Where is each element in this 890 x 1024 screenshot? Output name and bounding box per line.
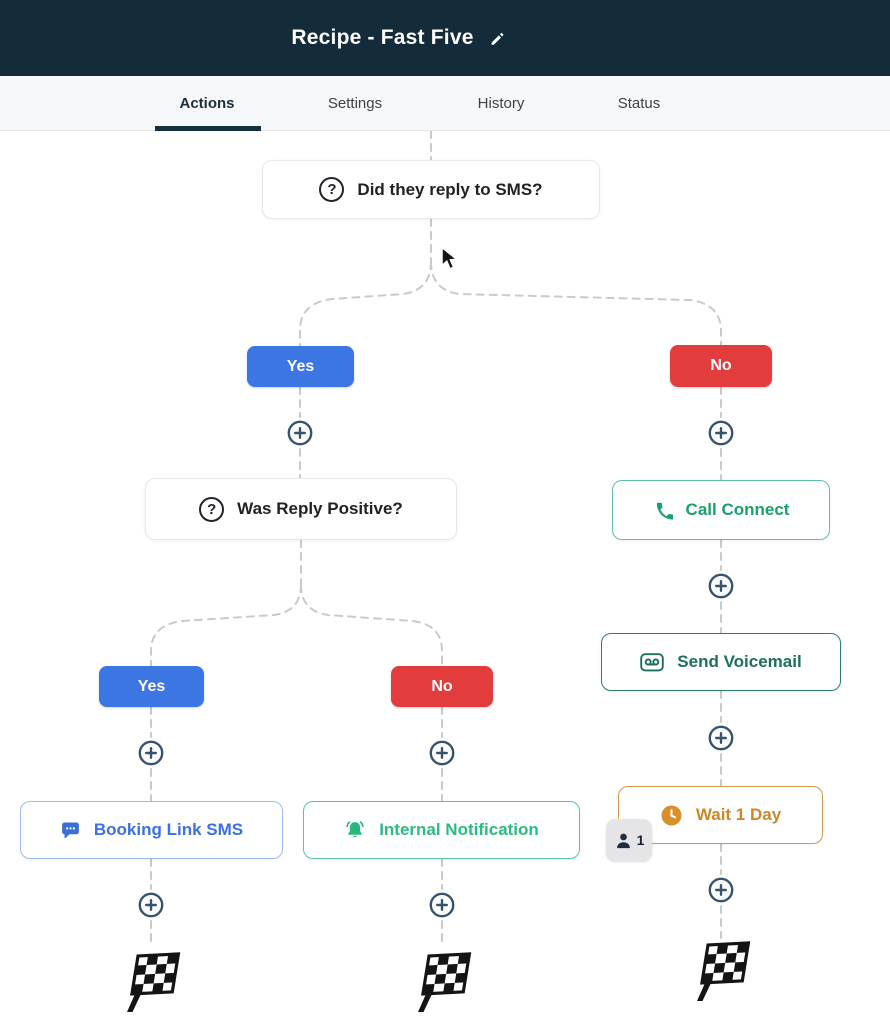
plus-icon	[708, 573, 734, 599]
action-node-wait-1-day[interactable]: Wait 1 Day	[618, 786, 823, 844]
checkered-flag-icon	[418, 952, 472, 1012]
bell-icon	[346, 821, 364, 838]
action-node-label: Call Connect	[685, 500, 790, 519]
workflow-canvas: ? Did they reply to SMS? Yes No ? Was Re…	[0, 131, 890, 1024]
checkered-flag-icon	[697, 941, 751, 1001]
active-tab-indicator	[155, 126, 261, 131]
question-node-label: Was Reply Positive?	[237, 499, 403, 518]
question-node-reply-positive[interactable]: ? Was Reply Positive?	[145, 478, 457, 540]
phone-icon	[656, 502, 673, 520]
plus-icon	[287, 420, 313, 446]
add-step-button[interactable]	[429, 740, 455, 766]
add-step-button[interactable]	[138, 892, 164, 918]
workflow-end-flag	[694, 935, 752, 1010]
person-icon	[616, 833, 630, 848]
contact-count-badge[interactable]: 1	[606, 819, 652, 861]
action-node-internal-notification[interactable]: Internal Notification	[303, 801, 580, 859]
action-node-label: Internal Notification	[379, 820, 539, 839]
workflow-end-flag	[124, 946, 182, 1021]
action-node-label: Booking Link SMS	[93, 820, 244, 839]
branch-no-pill[interactable]: No	[391, 666, 493, 707]
add-step-button[interactable]	[708, 877, 734, 903]
tab-actions[interactable]: Actions	[179, 76, 234, 130]
recipe-title-group: Recipe - Fast Five	[291, 26, 508, 50]
question-node-label: Did they reply to SMS?	[357, 179, 543, 199]
tab-status[interactable]: Status	[618, 76, 661, 130]
branch-yes-label: Yes	[286, 357, 315, 375]
app-header: Recipe - Fast Five	[0, 0, 890, 76]
question-icon: ?	[199, 496, 225, 522]
branch-yes-pill[interactable]: Yes	[247, 346, 354, 387]
question-icon: ?	[319, 177, 345, 202]
add-step-button[interactable]	[138, 740, 164, 766]
action-node-label: Wait 1 Day	[695, 805, 782, 824]
add-step-button[interactable]	[708, 420, 734, 446]
add-step-button[interactable]	[287, 420, 313, 446]
branch-yes-label: Yes	[137, 677, 166, 695]
plus-icon	[429, 740, 455, 766]
plus-icon	[708, 420, 734, 446]
tab-settings[interactable]: Settings	[328, 76, 382, 130]
action-node-label: Send Voicemail	[677, 652, 802, 671]
question-node-reply-sms[interactable]: ? Did they reply to SMS?	[262, 160, 600, 219]
pencil-icon	[491, 32, 504, 45]
workflow-end-flag	[415, 946, 473, 1021]
sms-chat-bubble-icon	[61, 822, 79, 838]
clock-icon	[661, 805, 682, 825]
action-node-booking-link-sms[interactable]: Booking Link SMS	[20, 801, 283, 859]
add-step-button[interactable]	[708, 573, 734, 599]
voicemail-icon	[640, 652, 665, 671]
add-step-button[interactable]	[708, 725, 734, 751]
mouse-cursor	[440, 245, 460, 277]
plus-icon	[708, 725, 734, 751]
plus-icon	[708, 877, 734, 903]
branch-yes-pill[interactable]: Yes	[99, 666, 204, 707]
tab-bar: Actions Settings History Status	[0, 76, 890, 131]
page-title: Recipe - Fast Five	[291, 26, 474, 49]
action-node-call-connect[interactable]: Call Connect	[612, 480, 830, 540]
branch-no-label: No	[431, 677, 453, 695]
branch-no-pill[interactable]: No	[670, 345, 772, 387]
plus-icon	[429, 892, 455, 918]
branch-no-label: No	[710, 357, 732, 374]
tab-history[interactable]: History	[478, 76, 525, 130]
edit-title-button[interactable]	[488, 28, 509, 49]
cursor-arrow-icon	[441, 245, 459, 270]
connector-lines	[150, 131, 722, 948]
plus-icon	[138, 740, 164, 766]
contact-count-value: 1	[636, 832, 645, 848]
add-step-button[interactable]	[429, 892, 455, 918]
action-node-send-voicemail[interactable]: Send Voicemail	[601, 633, 841, 691]
plus-icon	[138, 892, 164, 918]
checkered-flag-icon	[127, 952, 181, 1012]
